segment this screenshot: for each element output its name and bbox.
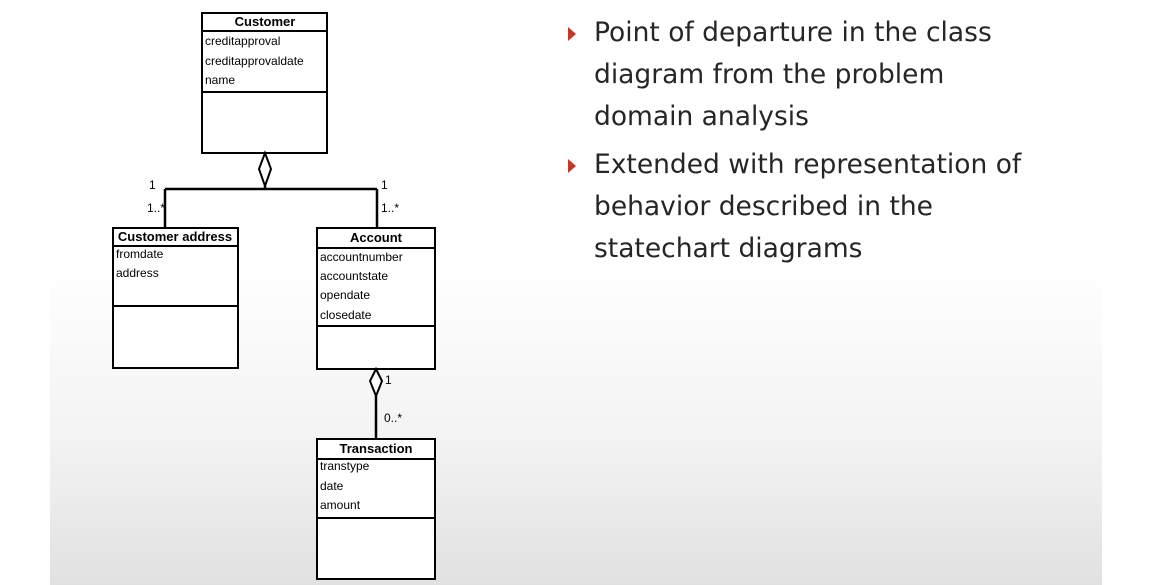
class-customer-title: Customer (235, 14, 296, 29)
multiplicity-label: 1 (381, 178, 388, 192)
class-attribute: name (205, 73, 235, 87)
class-transaction-title: Transaction (340, 441, 413, 456)
class-customer: Customer creditapproval creditapprovalda… (201, 12, 328, 154)
aggregation-account (368, 366, 384, 439)
class-attribute: closedate (320, 308, 372, 322)
multiplicity-label: 1..* (381, 201, 399, 215)
triangle-right-icon (568, 159, 576, 173)
class-attribute: date (320, 479, 344, 493)
bullet-item: Point of departure in the class diagram … (560, 12, 1040, 138)
class-attribute: creditapprovaldate (205, 54, 304, 68)
bullet-list: Point of departure in the class diagram … (560, 12, 1040, 276)
aggregation-customer (163, 150, 379, 228)
class-attribute: accountstate (320, 269, 388, 283)
class-attribute: accountnumber (320, 250, 403, 264)
hollow-diamond-icon (257, 150, 273, 190)
class-attribute: opendate (320, 288, 370, 302)
multiplicity-label: 1 (385, 373, 392, 387)
class-customer-address-title: Customer address (118, 229, 232, 244)
bullet-text: Extended with representation of behavior… (594, 149, 1022, 264)
class-attribute: amount (320, 498, 361, 512)
hollow-diamond-icon (368, 366, 384, 399)
multiplicity-label: 1..* (147, 201, 165, 215)
class-account-title: Account (350, 230, 403, 245)
bullet-item: Extended with representation of behavior… (560, 144, 1040, 270)
multiplicity-label: 0..* (384, 411, 402, 425)
class-attribute: transtype (320, 459, 370, 473)
class-attribute: creditapproval (205, 34, 280, 48)
class-account: Account accountnumber accountstate opend… (316, 227, 436, 370)
class-transaction: Transaction transtype date amount (316, 438, 436, 580)
bullet-text: Point of departure in the class diagram … (594, 17, 992, 132)
triangle-right-icon (568, 27, 576, 41)
multiplicity-label: 1 (149, 178, 156, 192)
class-attribute: address (116, 266, 159, 280)
class-attribute: fromdate (116, 247, 164, 261)
class-customer-address: Customer address fromdate address (112, 227, 239, 369)
